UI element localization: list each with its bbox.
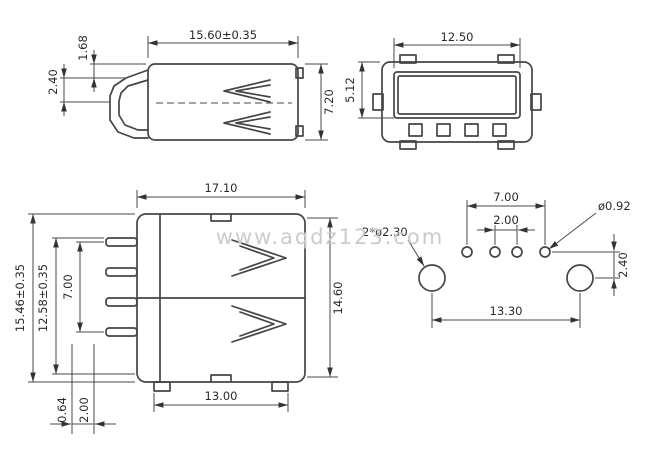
side-spring-latch-bottom bbox=[223, 111, 271, 135]
front-tab-bottom-left bbox=[399, 140, 417, 150]
top-view-outline bbox=[105, 213, 306, 392]
front-tab-bottom-right bbox=[497, 140, 515, 150]
front-contact-4 bbox=[492, 123, 507, 137]
front-contact-2 bbox=[436, 123, 451, 137]
top-notch-bottom bbox=[210, 374, 232, 383]
pin-hole-4 bbox=[539, 246, 551, 258]
top-spring-latch-lower-inner bbox=[239, 311, 275, 337]
side-view: 15.60±0.35 7.20 1.68 2.40 bbox=[46, 28, 336, 141]
pin-hole-3 bbox=[511, 246, 523, 258]
front-opening-outer bbox=[393, 71, 521, 119]
top-dim-overall-length: 15.46±0.35 bbox=[13, 264, 27, 332]
top-notch-top bbox=[210, 213, 232, 222]
front-lug-right bbox=[530, 93, 542, 111]
side-spring-latch-top-inner bbox=[235, 84, 271, 98]
side-dim-height: 7.20 bbox=[322, 89, 336, 115]
side-dim-flange-top: 1.68 bbox=[76, 35, 90, 61]
front-contact-3 bbox=[464, 123, 479, 137]
front-tab-top-left bbox=[399, 54, 417, 64]
side-spring-latch-top bbox=[223, 79, 271, 103]
mounting-hole-right bbox=[566, 264, 594, 292]
side-spring-latch-bottom-inner bbox=[235, 116, 271, 130]
top-foot-right bbox=[271, 381, 289, 392]
top-pin-3 bbox=[105, 297, 138, 307]
front-view: 12.50 5.12 bbox=[343, 30, 542, 150]
top-pin-2 bbox=[105, 267, 138, 277]
top-dim-width: 17.10 bbox=[205, 181, 238, 195]
front-opening-inner bbox=[397, 75, 517, 115]
front-shell bbox=[381, 61, 533, 143]
front-view-outline bbox=[372, 54, 542, 150]
footprint-dim-hole-span: 13.30 bbox=[490, 304, 523, 318]
front-tab-top-right bbox=[497, 54, 515, 64]
top-view-dimensions: 17.10 14.60 13.00 15.46±0.35 12.58±0.35 … bbox=[13, 181, 345, 434]
footprint-label-mount-holes: 2*ø2.30 bbox=[362, 225, 408, 239]
top-dim-side-length: 14.60 bbox=[331, 282, 345, 315]
side-view-outline bbox=[109, 63, 304, 141]
mounting-hole-left bbox=[418, 264, 446, 292]
footprint-dim-row-offset: 2.40 bbox=[616, 252, 630, 278]
footprint-dimensions: 7.00 2.00 2*ø2.30 ø0.92 13.30 2.40 bbox=[362, 190, 631, 328]
top-foot-left bbox=[153, 381, 171, 392]
top-dim-pin-width: 0.64 bbox=[55, 397, 69, 423]
watermark-text: www.aqdz123.com bbox=[216, 225, 444, 249]
top-pin-4 bbox=[105, 327, 138, 337]
footprint-dim-pin-span: 7.00 bbox=[493, 190, 519, 204]
side-dim-width: 15.60±0.35 bbox=[189, 28, 257, 42]
side-tab-top bbox=[295, 67, 304, 79]
front-dim-opening-height: 5.12 bbox=[343, 77, 357, 103]
side-flange-inner bbox=[118, 79, 149, 131]
front-lug-left bbox=[372, 93, 384, 111]
top-dim-pin-span: 7.00 bbox=[61, 274, 75, 300]
footprint-label-pin-holes: ø0.92 bbox=[598, 199, 631, 213]
front-dim-opening-width: 12.50 bbox=[441, 30, 474, 44]
footprint-view: 7.00 2.00 2*ø2.30 ø0.92 13.30 2.40 bbox=[362, 190, 631, 328]
front-view-dimensions: 12.50 5.12 bbox=[343, 30, 521, 119]
side-tab-bottom bbox=[295, 125, 304, 137]
top-spring-latch-upper bbox=[231, 239, 287, 277]
top-dim-body-length: 12.58±0.35 bbox=[36, 264, 50, 332]
pin-hole-1 bbox=[461, 246, 473, 258]
top-spring-latch-lower bbox=[231, 305, 287, 343]
top-dim-bottom-width: 13.00 bbox=[205, 389, 238, 403]
side-shell-body bbox=[147, 63, 299, 141]
side-dim-flange: 2.40 bbox=[46, 69, 60, 95]
footprint-holes bbox=[418, 246, 594, 292]
top-view: 17.10 14.60 13.00 15.46±0.35 12.58±0.35 … bbox=[13, 181, 345, 434]
pin-hole-2 bbox=[489, 246, 501, 258]
top-pin-1 bbox=[105, 237, 138, 247]
footprint-dim-pin-pitch: 2.00 bbox=[493, 213, 519, 227]
side-flange-outer bbox=[109, 69, 149, 139]
top-dim-pin-offset: 2.00 bbox=[77, 397, 91, 423]
side-view-dimensions: 15.60±0.35 7.20 1.68 2.40 bbox=[46, 28, 336, 141]
front-contact-1 bbox=[408, 123, 423, 137]
top-spring-latch-upper-inner bbox=[239, 245, 275, 271]
